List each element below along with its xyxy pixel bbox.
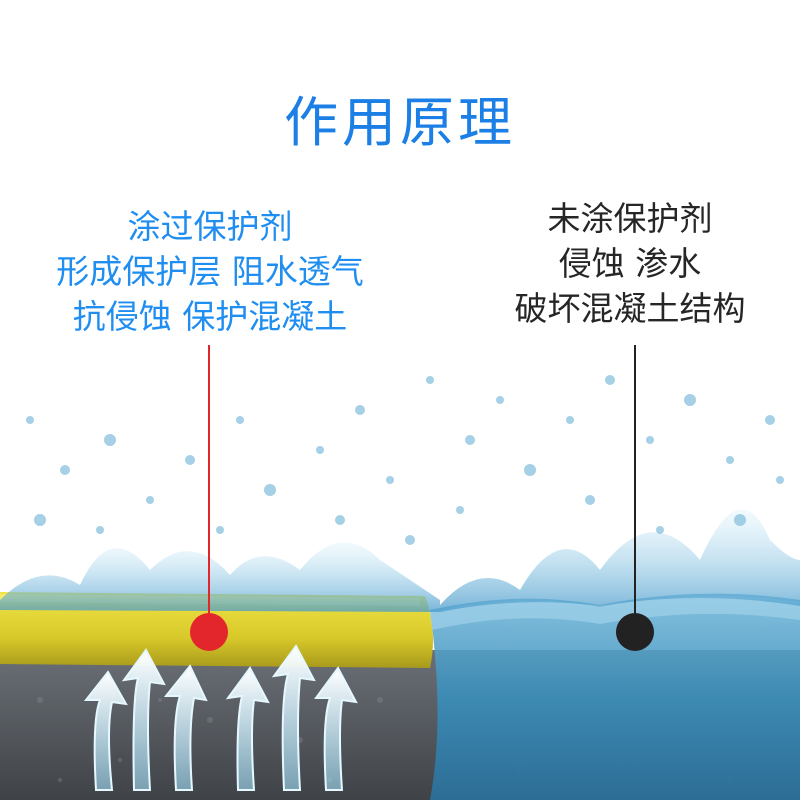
water-pool-right — [430, 594, 800, 800]
uncoated-label-line: 侵蚀 渗水 — [440, 241, 800, 286]
uncoated-label-line: 破坏混凝土结构 — [440, 286, 800, 331]
uncoated-label-line: 未涂保护剂 — [440, 196, 800, 241]
coated-label: 涂过保护剂 形成保护层 阻水透气 抗侵蚀 保护混凝土 — [10, 204, 410, 339]
coated-label-line: 抗侵蚀 保护混凝土 — [10, 294, 410, 339]
splash-wave-right — [440, 509, 800, 612]
circle-marker-icon — [190, 613, 228, 651]
water-droplets — [26, 375, 784, 545]
circle-marker-icon — [616, 613, 654, 651]
splash-wave-left — [0, 542, 440, 612]
uncoated-label: 未涂保护剂 侵蚀 渗水 破坏混凝土结构 — [440, 196, 800, 331]
coated-label-line: 形成保护层 阻水透气 — [10, 249, 410, 294]
page-title: 作用原理 — [0, 78, 800, 157]
coated-label-line: 涂过保护剂 — [10, 204, 410, 249]
